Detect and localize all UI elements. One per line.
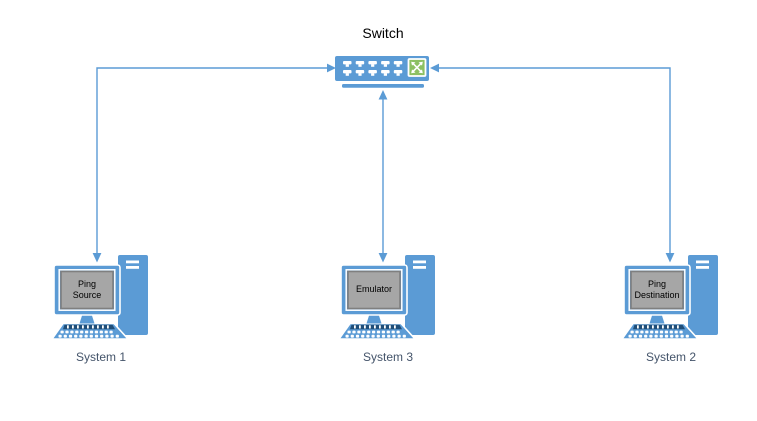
arrowhead-icon bbox=[92, 253, 102, 263]
node-label: System 3 bbox=[362, 350, 413, 364]
computer-icon bbox=[338, 255, 435, 340]
screen bbox=[630, 270, 684, 310]
screen bbox=[60, 270, 114, 310]
node-switch bbox=[333, 53, 433, 91]
screen bbox=[347, 270, 401, 310]
arrowhead-icon bbox=[378, 253, 388, 263]
node-system1: Ping Source System 1 bbox=[51, 253, 151, 365]
computer-icon bbox=[621, 255, 718, 340]
screen-label: Ping Source bbox=[72, 278, 102, 300]
ethernet-ports-icon bbox=[343, 61, 403, 76]
node-label: System 2 bbox=[645, 350, 696, 364]
tower bbox=[688, 255, 718, 335]
crossover-icon bbox=[407, 58, 427, 77]
monitor-stand bbox=[649, 314, 665, 324]
screen-label: Ping Destination bbox=[634, 278, 680, 300]
switch-icon bbox=[335, 56, 429, 88]
connector-switch-system3 bbox=[378, 90, 388, 263]
node-label: System 1 bbox=[75, 350, 126, 364]
screen-label: Emulator bbox=[355, 284, 392, 295]
computer-icon bbox=[51, 255, 148, 340]
node-system3: Emulator System 3 bbox=[338, 253, 438, 365]
connector-switch-system2 bbox=[430, 63, 675, 263]
arrowhead-icon bbox=[327, 63, 336, 73]
tower bbox=[405, 255, 435, 335]
monitor-stand bbox=[366, 314, 382, 324]
node-system2: Ping Destination System 2 bbox=[621, 253, 721, 365]
switch-label: Switch bbox=[362, 25, 404, 41]
arrowhead-icon bbox=[430, 63, 439, 73]
monitor-stand bbox=[79, 314, 95, 324]
connector-switch-system1 bbox=[92, 63, 336, 263]
tower bbox=[118, 255, 148, 335]
arrowhead-icon bbox=[665, 253, 675, 263]
arrowhead-icon bbox=[378, 90, 388, 100]
